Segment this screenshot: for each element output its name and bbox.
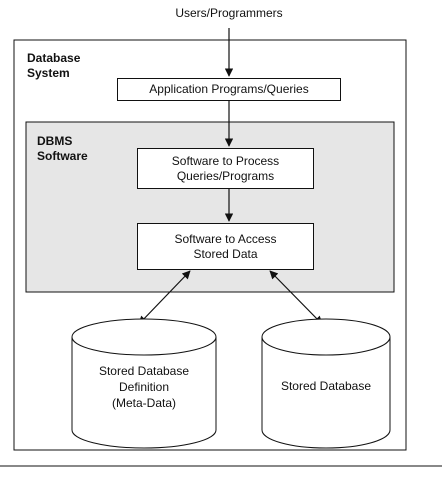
software-access-box: Software to Access Stored Data (137, 223, 314, 270)
software-process-box: Software to Process Queries/Programs (137, 148, 314, 189)
arrow-access-to-database (269, 270, 323, 325)
application-programs-label: Application Programs/Queries (149, 82, 309, 96)
dbms-title-line1: DBMS (37, 134, 73, 148)
dbms-software-title: DBMS Software (37, 134, 88, 164)
application-programs-box: Application Programs/Queries (117, 78, 341, 101)
users-programmers-label: Users/Programmers (175, 6, 283, 20)
software-access-line2: Stored Data (193, 246, 258, 261)
stored-database-label: Stored Database (280, 379, 372, 393)
stored-definition-line3: (Meta-Data) (111, 396, 176, 410)
stored-database-cylinder (261, 318, 391, 449)
stored-definition-line2: Definition (118, 380, 170, 394)
software-access-line1: Software to Access (174, 231, 277, 246)
stored-definition-cylinder (71, 318, 217, 449)
stored-definition-line1: Stored Database (98, 364, 190, 378)
database-system-title-line2: System (27, 66, 70, 80)
software-process-line1: Software to Process (171, 153, 280, 168)
database-system-title: Database System (27, 51, 80, 81)
software-process-line2: Queries/Programs (176, 168, 275, 183)
dbms-title-line2: Software (37, 149, 88, 163)
database-system-title-line1: Database (27, 51, 81, 65)
arrow-access-to-definition (138, 270, 191, 325)
stored-definition-label: Stored Database Definition (Meta-Data) (72, 363, 216, 411)
